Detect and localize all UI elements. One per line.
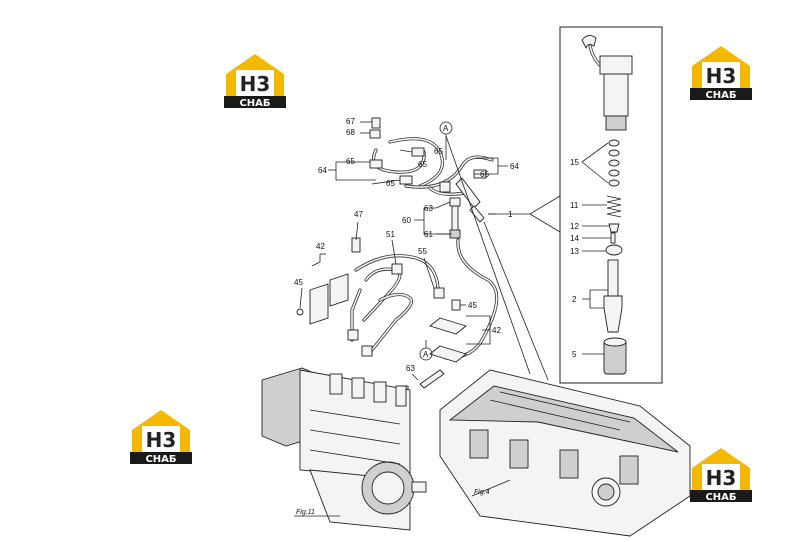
nozzle xyxy=(603,259,623,333)
callout-47: 47 xyxy=(354,210,363,219)
logo-watermark-bottom-left: H3 CHAБ xyxy=(128,406,194,466)
washer-stack xyxy=(608,139,620,187)
callout-63: 63 xyxy=(424,204,433,213)
logo-brand-text: CHAБ xyxy=(705,492,736,503)
callout-60: 60 xyxy=(402,216,411,225)
callout-68: 68 xyxy=(346,128,355,137)
callout-63: 63 xyxy=(406,364,415,373)
fuel-injection-pump xyxy=(261,367,427,531)
retaining-nut xyxy=(603,337,627,375)
logo-h3-text: H3 xyxy=(240,72,271,96)
logo-watermark-top-right: H3 CHAБ xyxy=(688,42,754,102)
callout-65: 65 xyxy=(434,147,443,156)
callout-42: 42 xyxy=(492,326,501,335)
spring-seat-pin-spacer xyxy=(605,223,623,256)
upper-injection-pipes xyxy=(369,117,494,196)
callout-14: 14 xyxy=(570,234,579,243)
callout-45: 45 xyxy=(294,278,303,287)
lower-injection-pipes xyxy=(347,237,445,357)
callout-ref-a-bottom: A xyxy=(423,350,429,359)
logo-brand-text: CHAБ xyxy=(145,454,176,465)
logo-watermark-bottom-right: H3 CHAБ xyxy=(688,444,754,504)
logo-watermark-top-left: H3 CHAБ xyxy=(222,50,288,110)
callout-65: 65 xyxy=(418,160,427,169)
callout-51: 51 xyxy=(386,230,395,239)
logo-brand-text: CHAБ xyxy=(239,98,270,109)
injector-nozzle-holder xyxy=(581,35,633,131)
callout-65: 65 xyxy=(346,157,355,166)
callout-15: 15 xyxy=(570,158,579,167)
logo-h3-text: H3 xyxy=(146,428,177,452)
injector-detail-box xyxy=(559,26,663,384)
callout-ref-a-top: A xyxy=(443,124,449,133)
callout-2: 2 xyxy=(572,295,577,304)
injector-assembly xyxy=(455,177,485,223)
callout-64: 64 xyxy=(510,162,519,171)
callout-12: 12 xyxy=(570,222,579,231)
callout-13: 13 xyxy=(570,247,579,256)
callout-1: 1 xyxy=(508,210,513,219)
cylinder-head xyxy=(439,369,691,537)
logo-h3-text: H3 xyxy=(706,466,737,490)
callout-64: 64 xyxy=(318,166,327,175)
callout-45: 45 xyxy=(468,301,477,310)
figure-label-fig11: Fig.11 xyxy=(296,509,315,516)
clamp-plate-left xyxy=(296,273,349,325)
callout-61: 61 xyxy=(424,230,433,239)
logo-brand-text: CHAБ xyxy=(705,90,736,101)
leak-off-pipe xyxy=(444,197,499,360)
clamp-plate-right xyxy=(429,299,467,363)
callout-65: 65 xyxy=(480,170,489,179)
logo-h3-text: H3 xyxy=(706,64,737,88)
callout-67: 67 xyxy=(346,117,355,126)
callout-42: 42 xyxy=(316,242,325,251)
callout-55: 55 xyxy=(418,247,427,256)
callout-65: 65 xyxy=(386,179,395,188)
callout-11: 11 xyxy=(570,201,579,210)
spring xyxy=(606,195,622,218)
callout-5: 5 xyxy=(572,350,577,359)
figure-label-fig4: Fig.4 xyxy=(474,489,490,496)
